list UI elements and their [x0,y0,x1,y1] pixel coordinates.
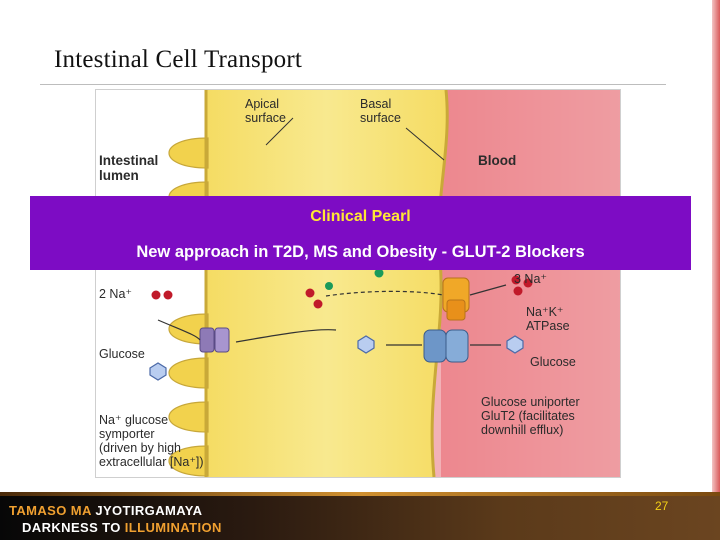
flow-arrows [157,284,507,346]
footer-motto-line2: DARKNESS TO ILLUMINATION [22,520,222,535]
two-na-label: 2 Na⁺ [99,287,133,301]
footer-banner: TAMASO MA JYOTIRGAMAYA DARKNESS TO ILLUM… [0,492,720,540]
footer-glow-line [0,492,720,496]
glut2-uniporter [423,329,469,363]
symporter-label: Na⁺ glucose symporter (driven by high ex… [99,413,204,469]
glucose-left-label: Glucose [99,347,145,361]
three-na-label: 3 Na⁺ [514,272,548,286]
footer-word-jyotirgamaya: JYOTIRGAMAYA [95,503,203,518]
basal-surface-label: Basal surface [360,97,401,125]
uniporter-label: Glucose uniporter GluT2 (facilitates dow… [481,395,580,437]
potassium-ions [325,268,384,290]
clinical-pearl-text: New approach in T2D, MS and Obesity - GL… [136,243,585,261]
footer-word-darkness: DARKNESS TO [22,520,125,535]
right-edge-band [712,0,720,492]
footer-word-illumination: ILLUMINATION [124,520,222,535]
clinical-pearl-banner: Clinical Pearl New approach in T2D, MS a… [30,196,691,270]
clinical-pearl-title: Clinical Pearl [310,208,411,225]
symporter-protein [199,327,230,353]
title-divider [40,84,666,85]
slide-title: Intestinal Cell Transport [54,46,303,73]
intestinal-lumen-label: Intestinal lumen [99,153,159,183]
transport-diagram: Apical surface Basal surface Intestinal … [95,89,621,478]
diagram-artwork [149,90,620,477]
sodium-ions [151,275,533,309]
na-k-atpase-pump [442,277,470,321]
glucose-molecules [149,335,524,381]
atpase-label: Na⁺K⁺ ATPase [526,305,570,333]
footer-motto-line1: TAMASO MA JYOTIRGAMAYA [9,503,202,518]
footer-word-tamaso: TAMASO MA [9,503,96,518]
page-number: 27 [655,499,669,513]
glucose-right-label: Glucose [530,355,576,369]
apical-surface-label: Apical surface [245,97,286,125]
blood-label: Blood [478,153,517,168]
